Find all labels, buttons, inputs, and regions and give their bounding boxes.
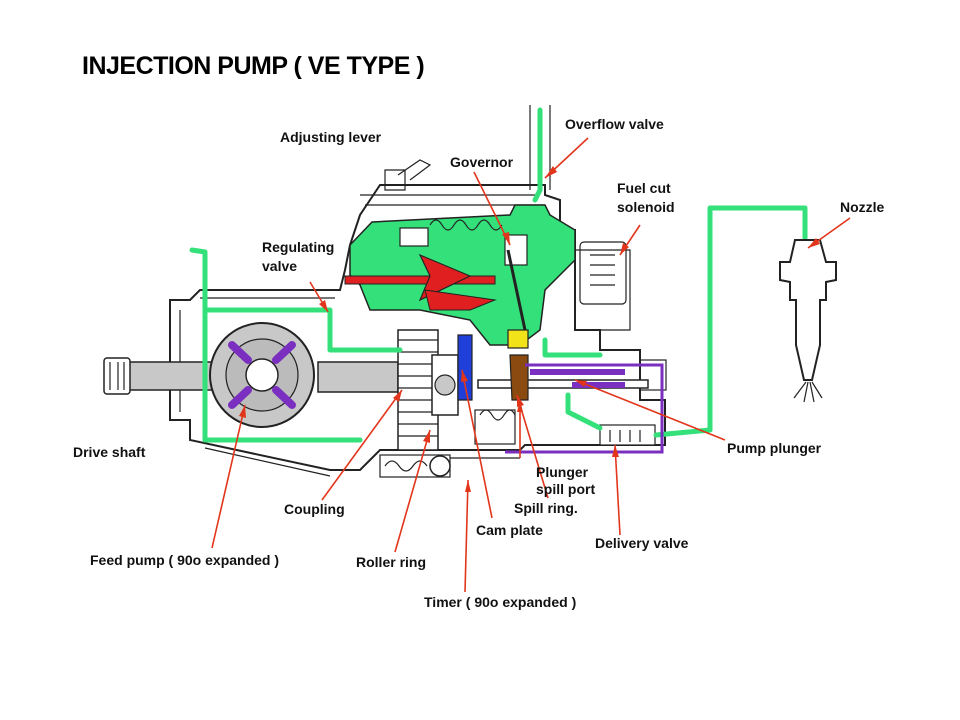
label-roller-ring: Roller ring [356, 554, 426, 570]
diagram-title: INJECTION PUMP ( VE TYPE ) [82, 52, 425, 80]
label-coupling: Coupling [284, 501, 345, 517]
label-nozzle: Nozzle [840, 199, 885, 215]
timer [379, 454, 451, 478]
label-governor: Governor [450, 154, 514, 170]
label-fuel-cut-solenoid-line2: solenoid [617, 199, 675, 215]
label-regulating-valve-line1: Regulating [262, 239, 334, 255]
label-drive-shaft: Drive shaft [73, 444, 146, 460]
drive-shaft [103, 357, 399, 395]
label-regulating-valve-line2: valve [262, 258, 297, 274]
label-delivery-valve: Delivery valve [595, 535, 689, 551]
label-timer: Timer ( 90o expanded ) [424, 594, 576, 610]
cam-mechanism [397, 329, 516, 451]
governor-flyweights [344, 253, 497, 311]
label-spill-ring: Spill ring. [514, 500, 578, 516]
feed-pump [209, 322, 315, 428]
label-pump-plunger: Pump plunger [727, 440, 822, 456]
fuel-lines [189, 107, 808, 454]
overflow-valve [529, 105, 551, 190]
nozzle [779, 239, 837, 403]
governor-lever [506, 249, 529, 349]
label-cam-plate: Cam plate [476, 522, 543, 538]
labels: Adjusting lever Overflow valve Governor … [73, 116, 885, 610]
label-feed-pump: Feed pump ( 90o expanded ) [90, 552, 279, 568]
label-plunger-spill-port-line1: Plunger [536, 464, 589, 480]
label-overflow-valve: Overflow valve [565, 116, 664, 132]
label-fuel-cut-solenoid-line1: Fuel cut [617, 180, 671, 196]
label-adjusting-lever: Adjusting lever [280, 129, 382, 145]
label-plunger-spill-port-line2: spill port [536, 481, 595, 497]
callout-arrows [211, 137, 851, 593]
